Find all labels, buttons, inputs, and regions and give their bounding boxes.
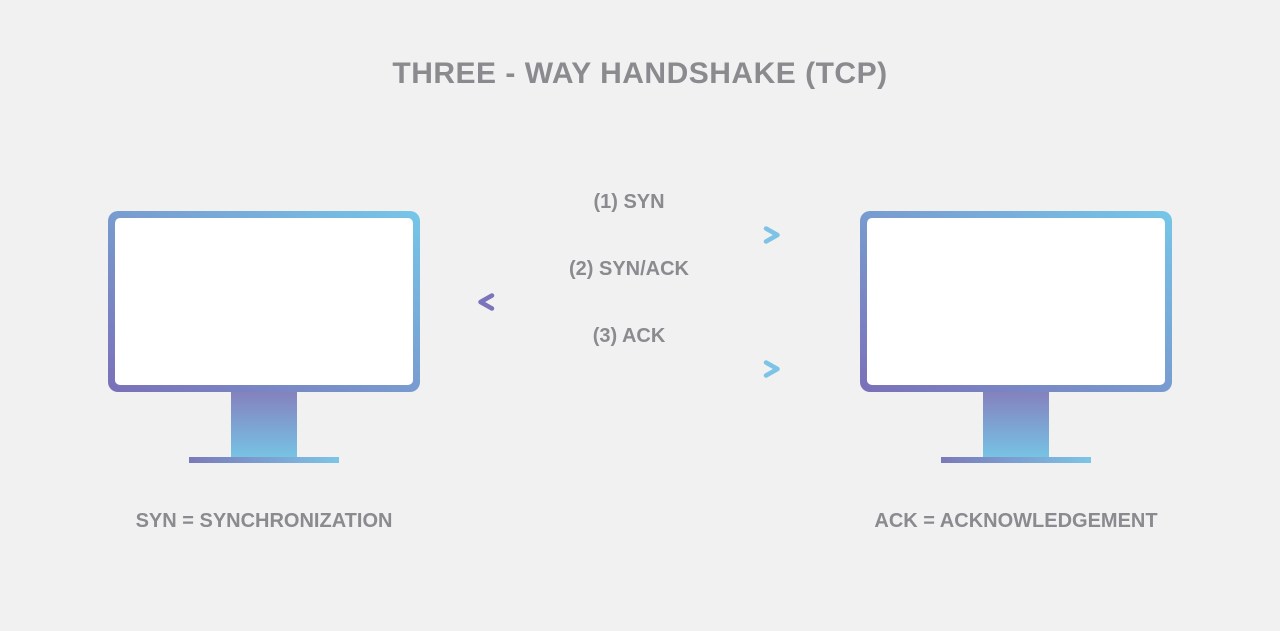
handshake-messages: (1) SYN (2) SYN/ACK (3) ACK bbox=[477, 190, 781, 391]
ack-label: (3) ACK bbox=[592, 325, 666, 347]
monitor-stand-neck bbox=[231, 392, 297, 457]
right-computer-monitor-icon bbox=[860, 211, 1172, 463]
ack-right-arrow-icon bbox=[478, 360, 780, 378]
syn-legend: SYN = SYNCHRONIZATION bbox=[135, 510, 393, 532]
monitor-screen bbox=[115, 218, 413, 385]
page-title: THREE - WAY HANDSHAKE (TCP) bbox=[392, 57, 888, 90]
monitor-stand-base bbox=[941, 457, 1091, 463]
monitor-stand-base bbox=[189, 457, 339, 463]
monitor-stand-neck bbox=[983, 392, 1049, 457]
monitor-screen-frame bbox=[108, 211, 420, 392]
syn-ack-left-arrow-icon bbox=[478, 293, 780, 311]
syn-right-arrow-icon bbox=[478, 226, 780, 244]
syn-ack-label: (2) SYN/ACK bbox=[568, 258, 689, 280]
left-computer-monitor-icon bbox=[108, 211, 420, 463]
ack-legend: ACK = ACKNOWLEDGEMENT bbox=[874, 510, 1158, 532]
monitor-screen bbox=[867, 218, 1165, 385]
syn-label: (1) SYN bbox=[593, 191, 665, 213]
monitor-screen-frame bbox=[860, 211, 1172, 392]
